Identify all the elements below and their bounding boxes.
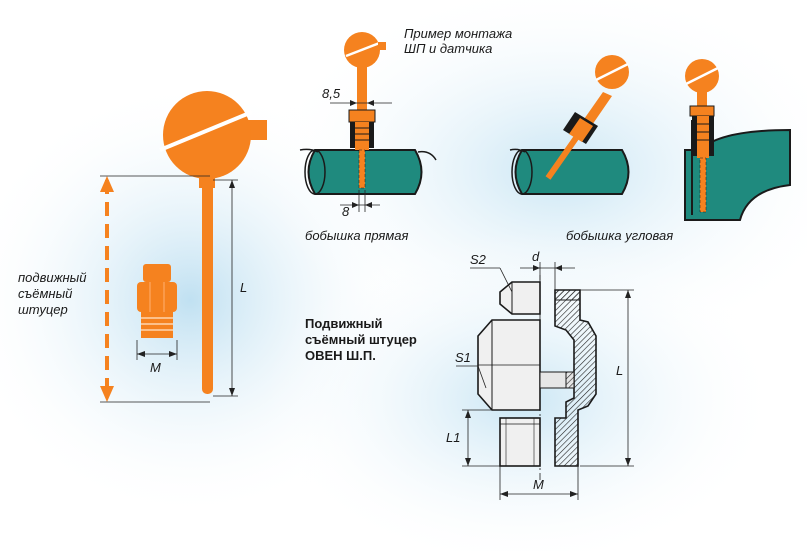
label-movable-line1: подвижный [18, 270, 86, 285]
dimension-L-left [213, 179, 238, 397]
dimension-8 [340, 190, 380, 212]
label-L1: L1 [446, 430, 460, 445]
sensor-angled-1 [545, 55, 629, 180]
dimension-L1 [462, 409, 500, 467]
dimension-S2 [470, 267, 513, 293]
label-M-left: M [150, 360, 161, 375]
label-S1: S1 [455, 350, 471, 365]
label-d: d [532, 249, 540, 264]
label-mount-example-line1: Пример монтажа [404, 26, 512, 41]
title-line1: Подвижный [305, 316, 383, 331]
fitting-technical-drawing [477, 275, 597, 480]
dimension-M-left [136, 340, 178, 360]
movable-range-arrow [100, 175, 210, 403]
label-mount-example-line2: ШП и датчика [404, 41, 492, 56]
dimension-8-5 [330, 100, 392, 106]
label-L-left: L [240, 280, 247, 295]
sensor-head [163, 91, 251, 179]
label-L-right: L [616, 363, 623, 378]
sensor-left [159, 91, 267, 394]
label-boss-straight: бобышка прямая [305, 228, 409, 243]
dimension-L-right [580, 289, 634, 467]
label-boss-angled: бобышка угловая [566, 228, 673, 243]
sensor-rod [202, 180, 213, 394]
pipe-straight-boss [299, 148, 437, 195]
dimension-S1 [456, 365, 487, 389]
pipe-angled-boss-1 [509, 148, 630, 195]
title-line3: ОВЕН Ш.П. [305, 348, 376, 363]
label-M-right: M [533, 477, 544, 492]
label-8-5: 8,5 [322, 86, 341, 101]
dimension-d [520, 262, 575, 290]
dimension-M-right [499, 466, 579, 500]
sensor-head-seam [159, 110, 253, 152]
sensor-straight [344, 32, 386, 189]
fitting-small-left [137, 264, 177, 338]
label-S2: S2 [470, 252, 487, 267]
sensor-angled-2 [685, 59, 719, 213]
label-8: 8 [342, 204, 350, 219]
title-line2: съёмный штуцер [305, 332, 417, 347]
label-movable-line3: штуцер [18, 302, 68, 317]
label-movable-line2: съёмный [18, 286, 72, 301]
